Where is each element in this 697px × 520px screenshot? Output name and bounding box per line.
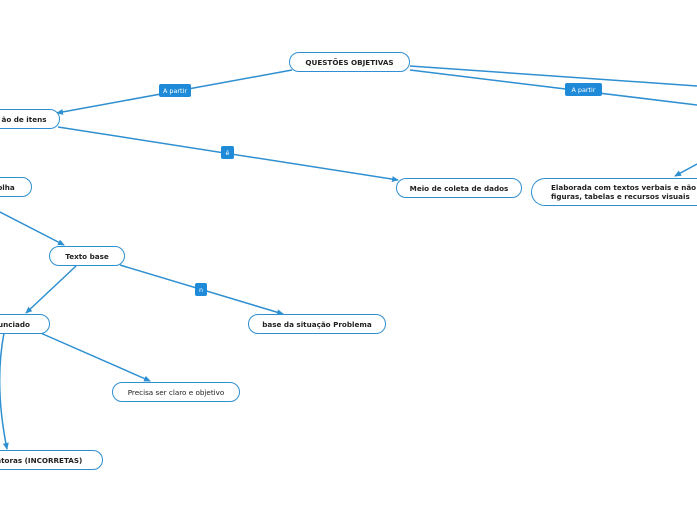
edge-olha-texto-base [0,211,65,246]
node-itens[interactable]: ão de itens [0,109,60,129]
node-elaborada[interactable]: Elaborada com textos verbais e não v fig… [531,178,697,206]
edge-enunciado-claro [35,330,151,382]
edge-enunciado-distratoras [0,332,9,450]
tag-a-partir-left: A partir [159,84,191,97]
node-olha[interactable]: olha [0,177,32,197]
node-questoes-objetivas[interactable]: QUESTÕES OBJETIVAS [289,52,410,72]
node-distratoras[interactable]: ratoras (INCORRETAS) [0,450,103,470]
tag-n: n [195,283,207,296]
node-situacao-problema[interactable]: base da situação Problema [248,314,386,334]
tag-a-partir-right: A partir [565,83,602,96]
edge-right-elaborada [674,163,697,177]
node-claro-objetivo[interactable]: Precisa ser claro e objetivo [112,382,240,402]
edge-texto-base-enunciado [25,265,77,314]
edge-root-right-upper [409,65,697,87]
node-enunciado[interactable]: unciado [0,314,50,334]
node-meio-coleta[interactable]: Meio de coleta de dados [396,178,522,198]
node-texto-base[interactable]: Texto base [49,246,125,266]
edge-root-right-lower [409,69,697,106]
tag-e: é [221,146,234,159]
